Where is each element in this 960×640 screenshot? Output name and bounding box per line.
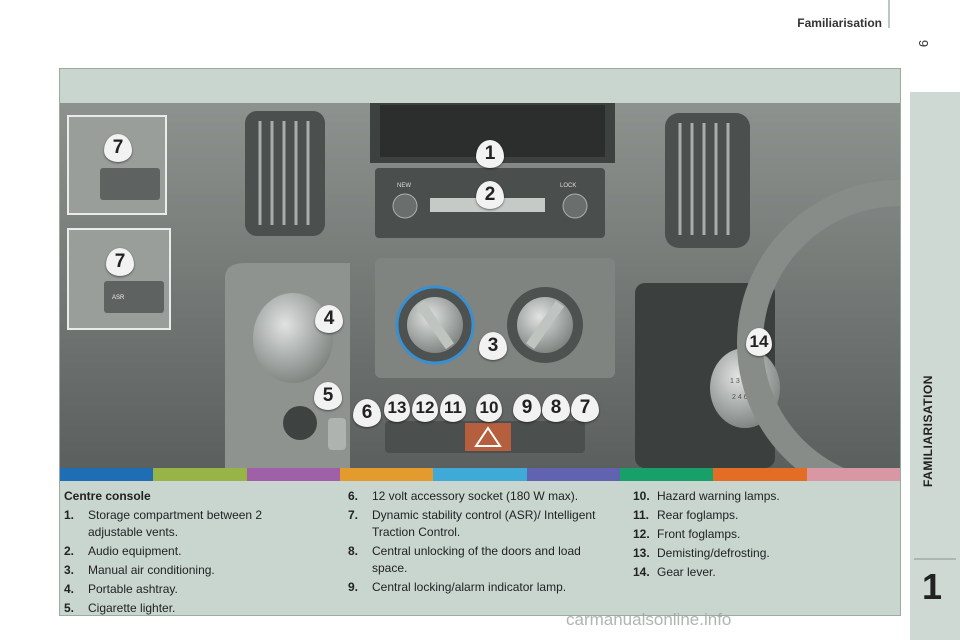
radio-label-mode: LOCK (560, 183, 576, 189)
legend-item-number: 8. (348, 544, 359, 558)
legend-item-number: 11. (633, 508, 650, 522)
legend-item-number: 2. (64, 544, 75, 558)
legend-item: 3. Manual air conditioning. (64, 562, 314, 579)
accessory-socket (328, 418, 346, 450)
legend-item-number: 3. (64, 563, 75, 577)
callout-14: 14 (746, 328, 772, 356)
callout-8: 8 (542, 394, 570, 422)
legend-item: 7. Dynamic stability control (ASR)/ Intel… (348, 507, 618, 541)
legend-item-number: 1. (64, 508, 75, 522)
legend-item-text: Cigarette lighter. (88, 601, 176, 615)
legend-item-number: 7. (348, 508, 359, 522)
asr-label: ASR (112, 295, 125, 301)
legend-item-text: Rear foglamps. (657, 508, 739, 522)
legend-item-text: Front foglamps. (657, 527, 741, 541)
callout-5: 5 (314, 382, 342, 410)
watermark: carmanualsonline.info (566, 610, 732, 629)
legend-item-text: Storage compartment between 2 adjustable… (88, 508, 263, 539)
callout-4: 4 (315, 305, 343, 333)
legend-item: 1. Storage compartment between 2 adjustab… (64, 507, 314, 541)
color-bar-segment (619, 468, 714, 481)
callout-10: 10 (476, 394, 502, 422)
legend-item-text: Hazard warning lamps. (657, 489, 780, 503)
chapter-tab (910, 92, 960, 640)
color-bar-segment (713, 468, 807, 481)
legend-item-text: Central unlocking of the doors and load … (372, 544, 581, 575)
color-bar-segment (806, 468, 900, 481)
legend-column-3: 10. Hazard warning lamps. 11. Rear foglamps… (633, 488, 893, 583)
legend-item: 4. Portable ashtray. (64, 581, 314, 598)
color-bar (60, 468, 900, 481)
legend-column-2: 6. 12 volt accessory socket (180 W max). 7… (348, 488, 618, 598)
legend-item-number: 10. (633, 489, 650, 503)
callout-7-inset-1: 7 (104, 134, 132, 162)
radio-label-left: NEW (397, 183, 411, 189)
color-bar-segment (433, 468, 527, 481)
page-number: 9 (916, 39, 932, 48)
callout-13: 13 (384, 394, 410, 422)
legend-item: 10. Hazard warning lamps. (633, 488, 893, 505)
callout-9: 9 (513, 394, 541, 422)
legend-item-text: Central locking/alarm indicator lamp. (372, 580, 567, 594)
legend-item-number: 4. (64, 582, 75, 596)
legend-item-text: Audio equipment. (88, 544, 182, 558)
legend-item-text: Demisting/defrosting. (657, 546, 770, 560)
gear-pattern-bottom: 2 4 6 (732, 394, 748, 401)
color-bar-segment (526, 468, 620, 481)
legend-item-number: 13. (633, 546, 650, 560)
legend-title: Centre console (64, 489, 151, 503)
callout-11: 11 (440, 394, 466, 422)
legend-item-number: 9. (348, 580, 359, 594)
callout-7-inset-2: 7 (106, 248, 134, 276)
legend-item: 11. Rear foglamps. (633, 507, 893, 524)
header-divider (888, 0, 890, 28)
legend-column-1: Centre console 1. Storage compartment bet… (64, 488, 314, 619)
legend-item: 6. 12 volt accessory socket (180 W max). (348, 488, 618, 505)
callout-1: 1 (476, 140, 504, 168)
chapter-tab-label: FAMILIARISATION (921, 375, 935, 487)
callout-12: 12 (412, 394, 438, 422)
legend-item: 12. Front foglamps. (633, 526, 893, 543)
callout-3: 3 (479, 332, 507, 360)
legend-item: 13. Demisting/defrosting. (633, 545, 893, 562)
legend-item: 5. Cigarette lighter. (64, 600, 314, 617)
legend-item-text: Dynamic stability control (ASR)/ Intelli… (372, 508, 596, 539)
right-vent (665, 113, 750, 248)
legend-item-text: Manual air conditioning. (88, 563, 215, 577)
section-title: Familiarisation (797, 16, 882, 30)
legend-item: 9. Central locking/alarm indicator lamp. (348, 579, 618, 596)
color-bar-segment (246, 468, 340, 481)
callout-7: 7 (571, 394, 599, 422)
color-bar-segment (60, 468, 154, 481)
legend-item-number: 6. (348, 489, 359, 503)
legend-item-text: Gear lever. (657, 565, 716, 579)
cigarette-lighter (283, 406, 317, 440)
ashtray (253, 293, 333, 383)
legend-item-text: 12 volt accessory socket (180 W max). (372, 489, 579, 503)
callout-2: 2 (476, 181, 504, 209)
legend-item: 8. Central unlocking of the doors and loa… (348, 543, 618, 577)
legend-item-number: 12. (633, 527, 650, 541)
chapter-tab-divider (914, 558, 956, 560)
color-bar-segment (153, 468, 247, 481)
chapter-number: 1 (922, 566, 943, 607)
legend-item-number: 14. (633, 565, 650, 579)
callout-6: 6 (353, 399, 381, 427)
legend-item: 14. Gear lever. (633, 564, 893, 581)
legend-item: 2. Audio equipment. (64, 543, 314, 560)
legend-item-number: 5. (64, 601, 75, 615)
color-bar-segment (339, 468, 434, 481)
legend-item-text: Portable ashtray. (88, 582, 178, 596)
inset-2 (67, 228, 171, 330)
dashboard-illustration: NEW LOCK 1 3 5 R 2 4 6 ASR (60, 103, 900, 468)
gear-pattern-top: 1 3 5 R (730, 378, 753, 385)
